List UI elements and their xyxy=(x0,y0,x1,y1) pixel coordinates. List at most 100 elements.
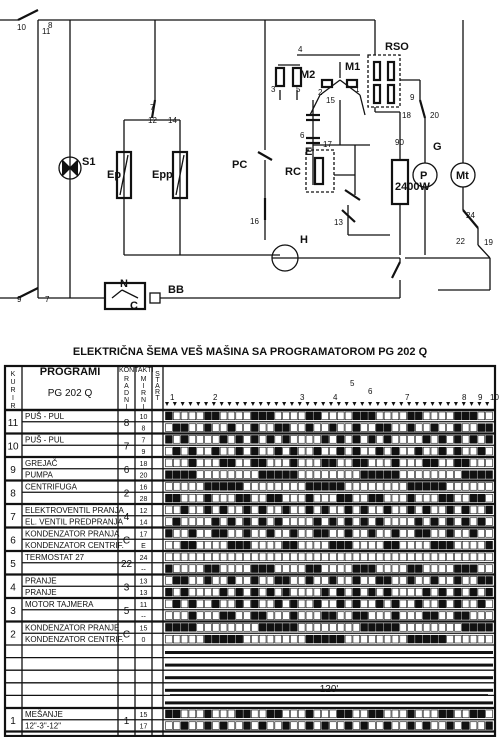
timing-cell xyxy=(305,493,314,503)
timing-cell xyxy=(383,435,392,444)
timing-cell xyxy=(407,493,415,503)
timing-cell xyxy=(180,423,189,432)
timing-cell xyxy=(469,470,478,479)
row-contact-6: 22 xyxy=(121,559,133,570)
header-mirni-letter-3: N xyxy=(141,397,146,404)
timing-cell xyxy=(461,482,470,491)
timing-cell xyxy=(235,587,243,597)
step-marker xyxy=(453,402,458,406)
component-label-s1: S1 xyxy=(82,156,95,168)
timing-cell xyxy=(290,458,298,468)
timing-cell xyxy=(344,709,353,719)
timing-cell xyxy=(282,482,290,491)
timing-cell xyxy=(461,517,470,526)
timing-cell xyxy=(376,435,384,444)
row-name-0: PUŠ - PUL xyxy=(25,412,65,421)
timing-cell xyxy=(290,540,298,550)
timing-cell xyxy=(368,623,376,632)
timing-cell xyxy=(344,623,353,632)
timing-cell xyxy=(165,611,173,620)
row-contact-3: 2 xyxy=(124,488,130,499)
timing-cell xyxy=(321,482,329,491)
timing-cell xyxy=(430,634,439,644)
row-mirni-b-8: -- xyxy=(141,614,146,621)
timing-cell xyxy=(321,709,329,719)
step-marker xyxy=(344,402,349,406)
timing-cell xyxy=(305,529,314,538)
timing-cell xyxy=(227,482,236,491)
row-kurir-10: 10 xyxy=(7,441,19,452)
timing-cell xyxy=(173,411,181,421)
timing-cell xyxy=(376,517,384,526)
timing-cell xyxy=(266,552,275,562)
timing-cell xyxy=(454,587,462,597)
timing-cell xyxy=(391,423,400,432)
terminal-label-1: 8 xyxy=(48,21,53,30)
timing-cell xyxy=(337,517,345,526)
timing-cell xyxy=(243,634,251,644)
timing-cell xyxy=(461,470,470,479)
timing-cell xyxy=(313,505,321,515)
step-marker xyxy=(485,402,490,406)
timing-cell xyxy=(477,482,485,491)
timing-cell xyxy=(399,446,407,456)
timing-cell xyxy=(430,470,439,479)
timing-cell xyxy=(485,411,493,421)
timing-cell xyxy=(461,493,470,503)
timing-cell xyxy=(196,611,204,620)
timing-cell xyxy=(344,446,353,456)
timing-cell xyxy=(383,458,392,468)
timing-cell xyxy=(274,611,282,620)
timing-cell xyxy=(376,482,384,491)
timing-cell xyxy=(165,423,173,432)
timing-cell xyxy=(430,721,439,730)
timing-cell xyxy=(297,435,306,444)
timing-cell xyxy=(383,721,392,730)
timing-cell xyxy=(376,576,384,585)
timing-cell xyxy=(407,458,415,468)
header-mirni-letter-0: M xyxy=(141,376,147,383)
timing-cell xyxy=(165,458,173,468)
row-name2-10: 12"-3"-12" xyxy=(25,722,61,731)
timing-cell xyxy=(321,411,329,421)
timing-cell xyxy=(461,458,470,468)
timing-cell xyxy=(180,709,189,719)
timing-cell xyxy=(485,721,493,730)
timing-cell xyxy=(180,411,189,421)
timing-cell xyxy=(352,529,361,538)
timing-cell xyxy=(258,446,267,456)
timing-cell xyxy=(383,517,392,526)
timing-cell xyxy=(352,540,361,550)
blank-row-bar xyxy=(165,688,493,692)
step-marker xyxy=(266,402,271,406)
timing-cell xyxy=(243,482,251,491)
timing-cell xyxy=(454,446,462,456)
timing-cell xyxy=(212,411,220,421)
timing-cell xyxy=(258,634,267,644)
row-mirni-a-5: 17 xyxy=(140,532,148,539)
timing-cell xyxy=(274,587,282,597)
blank-row-bar xyxy=(165,663,493,667)
row-mirni-a-3: 16 xyxy=(140,485,148,492)
timing-cell xyxy=(399,599,407,609)
step-marker xyxy=(188,402,193,406)
timing-cell xyxy=(313,470,321,479)
timing-cell xyxy=(368,482,376,491)
timing-cell xyxy=(305,482,314,491)
timing-cell xyxy=(165,721,173,730)
timing-cell xyxy=(469,458,478,468)
timing-cell xyxy=(196,599,204,609)
terminal-label-3: 7 xyxy=(45,295,50,304)
timing-cell xyxy=(204,470,212,479)
timing-cell xyxy=(274,576,282,585)
step-marker xyxy=(219,402,224,406)
timing-cell xyxy=(165,446,173,456)
timing-cell xyxy=(461,709,470,719)
timing-cell xyxy=(399,493,407,503)
timing-cell xyxy=(469,482,478,491)
timing-cell xyxy=(212,529,220,538)
timing-cell xyxy=(352,493,361,503)
timing-cell xyxy=(383,552,392,562)
timing-cell xyxy=(258,623,267,632)
component-label-rso: RSO xyxy=(385,41,409,53)
